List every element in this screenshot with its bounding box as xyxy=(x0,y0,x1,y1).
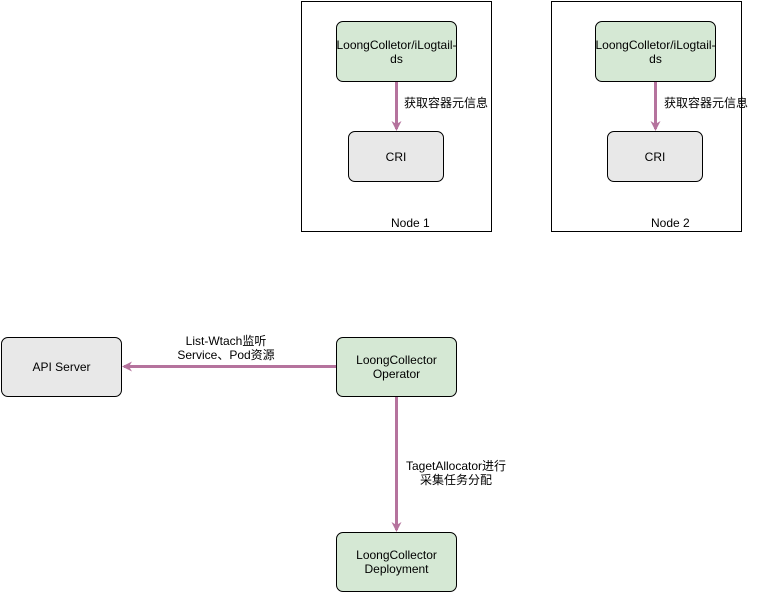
node-2-collector-label: LoongColletor/iLogtail- ds xyxy=(595,37,716,66)
deployment-box: LoongCollector Deployment xyxy=(336,532,457,592)
node-2-collector-box: LoongColletor/iLogtail- ds xyxy=(595,21,716,82)
node-1-collector-box: LoongColletor/iLogtail- ds xyxy=(336,21,457,82)
api-server-label: API Server xyxy=(32,360,91,374)
operator-box: LoongCollector Operator xyxy=(336,337,457,397)
node-2-cri-label: CRI xyxy=(644,149,666,164)
node-1-cri-label: CRI xyxy=(385,149,407,164)
node-2-edge-label: 获取容器元信息 xyxy=(664,96,749,110)
node-2-cri-box: CRI xyxy=(607,131,703,182)
operator-label: LoongCollector Operator xyxy=(356,353,437,381)
node-1-edge-label: 获取容器元信息 xyxy=(404,96,489,110)
node-2-caption: Node 2 xyxy=(651,216,690,230)
node-2-frame xyxy=(551,1,742,232)
list-watch-label: List-Wtach监听 Service、Pod资源 xyxy=(177,334,275,362)
allocator-label: TagetAllocator进行 采集任务分配 xyxy=(405,459,507,487)
node-1-caption: Node 1 xyxy=(391,216,430,230)
deployment-label: LoongCollector Deployment xyxy=(356,548,437,576)
api-server-box: API Server xyxy=(1,337,122,397)
node-1-cri-box: CRI xyxy=(348,131,444,182)
node-1-collector-label: LoongColletor/iLogtail- ds xyxy=(336,37,457,66)
node-1-frame xyxy=(301,1,492,232)
